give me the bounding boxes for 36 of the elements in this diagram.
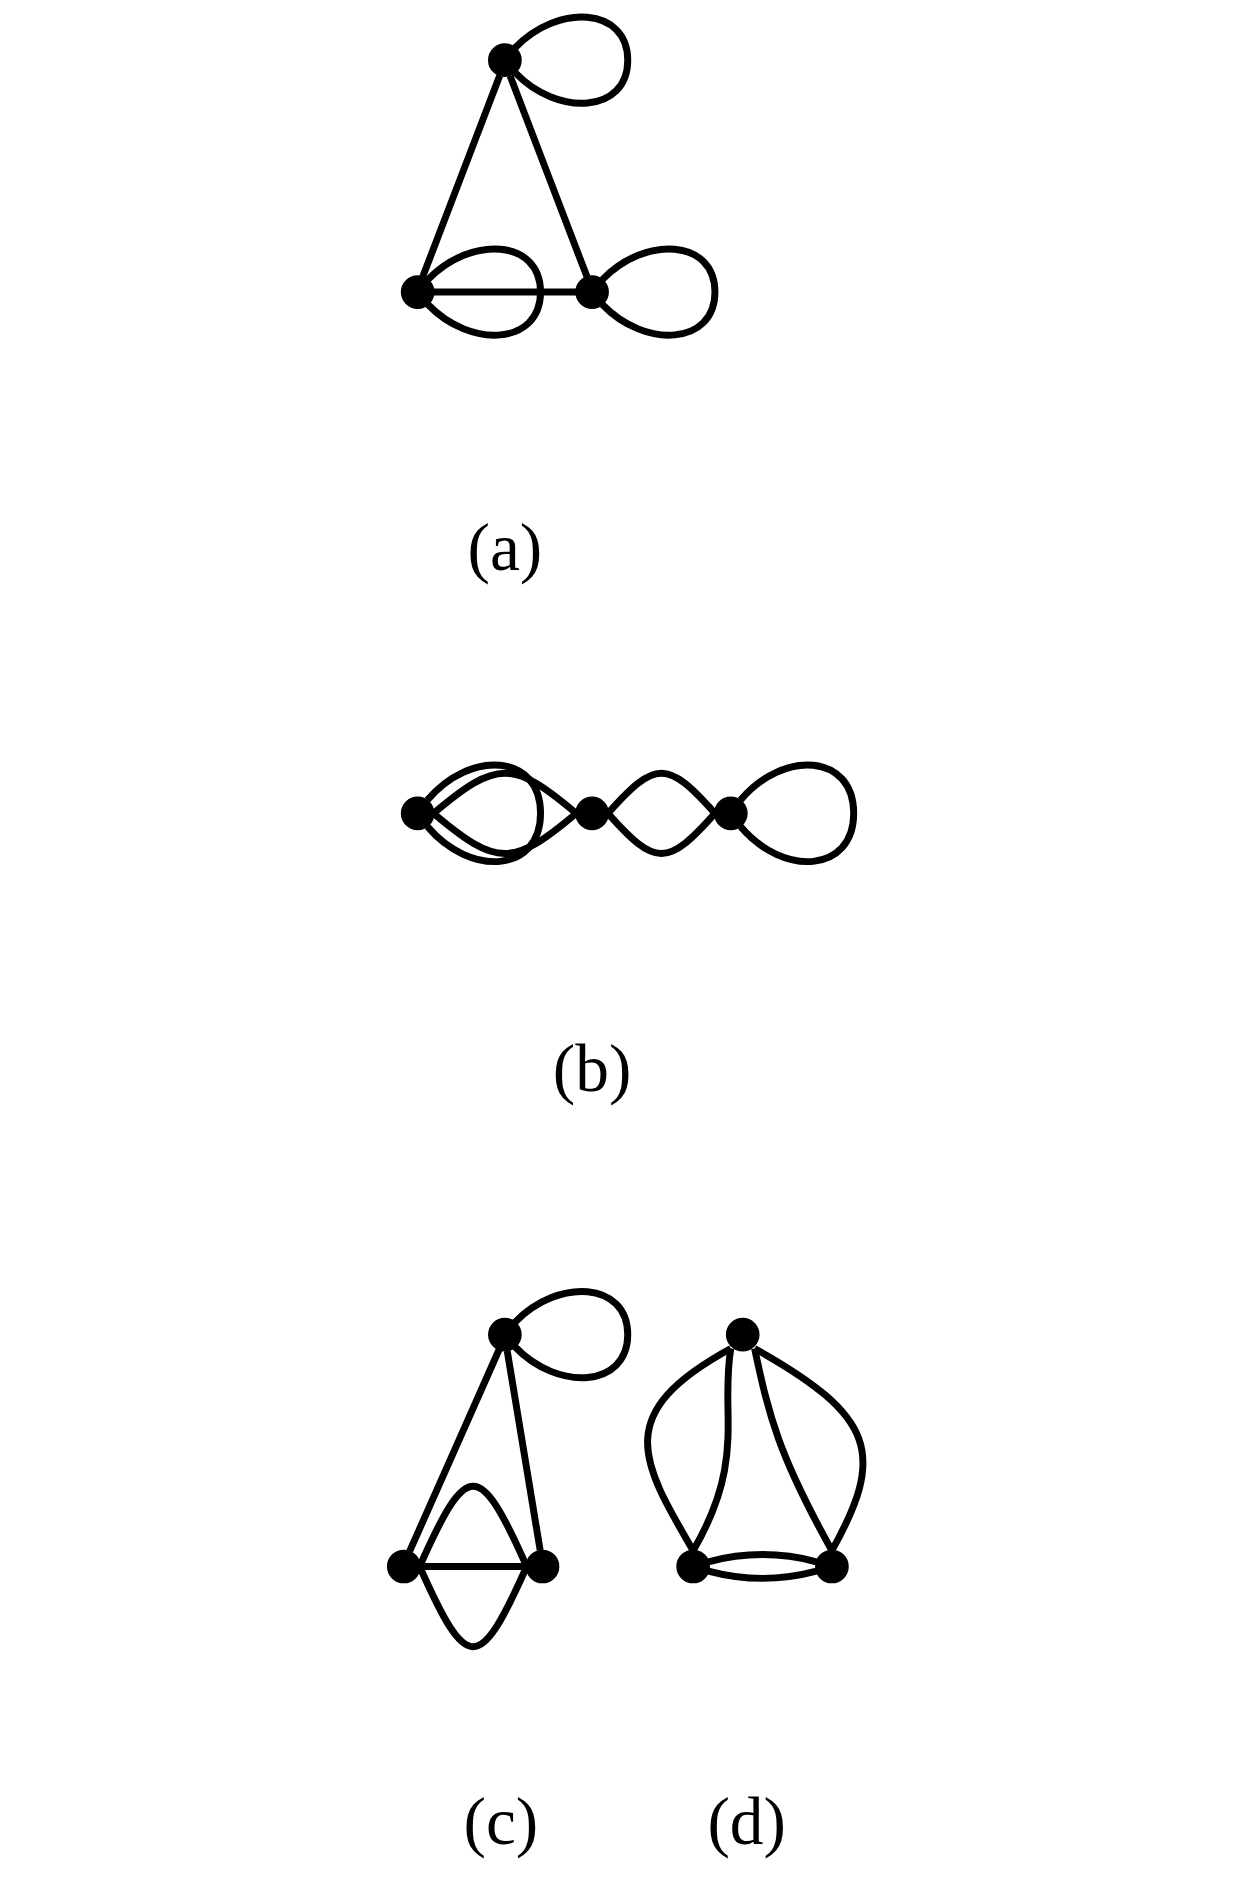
- connector: [737, 761, 857, 865]
- label: (c): [463, 1784, 538, 1860]
- connector: [643, 1345, 733, 1553]
- connector: [707, 1551, 817, 1566]
- connector: [416, 1483, 530, 1568]
- node-circle: [574, 796, 609, 831]
- connector: [752, 1345, 866, 1553]
- label: (a): [466, 509, 542, 585]
- node-circle: [675, 1549, 710, 1584]
- connector: [416, 1565, 530, 1650]
- node-circle: [814, 1549, 849, 1584]
- node-circle: [386, 1549, 421, 1584]
- node-circle: [400, 796, 434, 831]
- connector: [418, 74, 503, 279]
- node-circle: [487, 1317, 522, 1352]
- connector: [430, 810, 578, 857]
- node-circle: [713, 796, 748, 831]
- connector: [707, 1567, 817, 1582]
- node-circle: [725, 1317, 760, 1352]
- connector: [512, 13, 631, 107]
- connector: [512, 1288, 631, 1381]
- connector: [424, 761, 544, 865]
- connector: [430, 769, 578, 816]
- connector: [750, 1347, 835, 1553]
- connector: [425, 245, 544, 339]
- connector: [433, 288, 576, 296]
- connector: [503, 1350, 544, 1551]
- node-circle: [400, 275, 434, 309]
- node-circle: [525, 1549, 559, 1584]
- label: (b): [552, 1031, 631, 1107]
- connector: [406, 1348, 502, 1553]
- node-circle: [574, 275, 609, 309]
- connector: [599, 245, 718, 339]
- node-circle: [487, 43, 522, 77]
- label: (d): [706, 1784, 786, 1860]
- connector: [506, 74, 590, 279]
